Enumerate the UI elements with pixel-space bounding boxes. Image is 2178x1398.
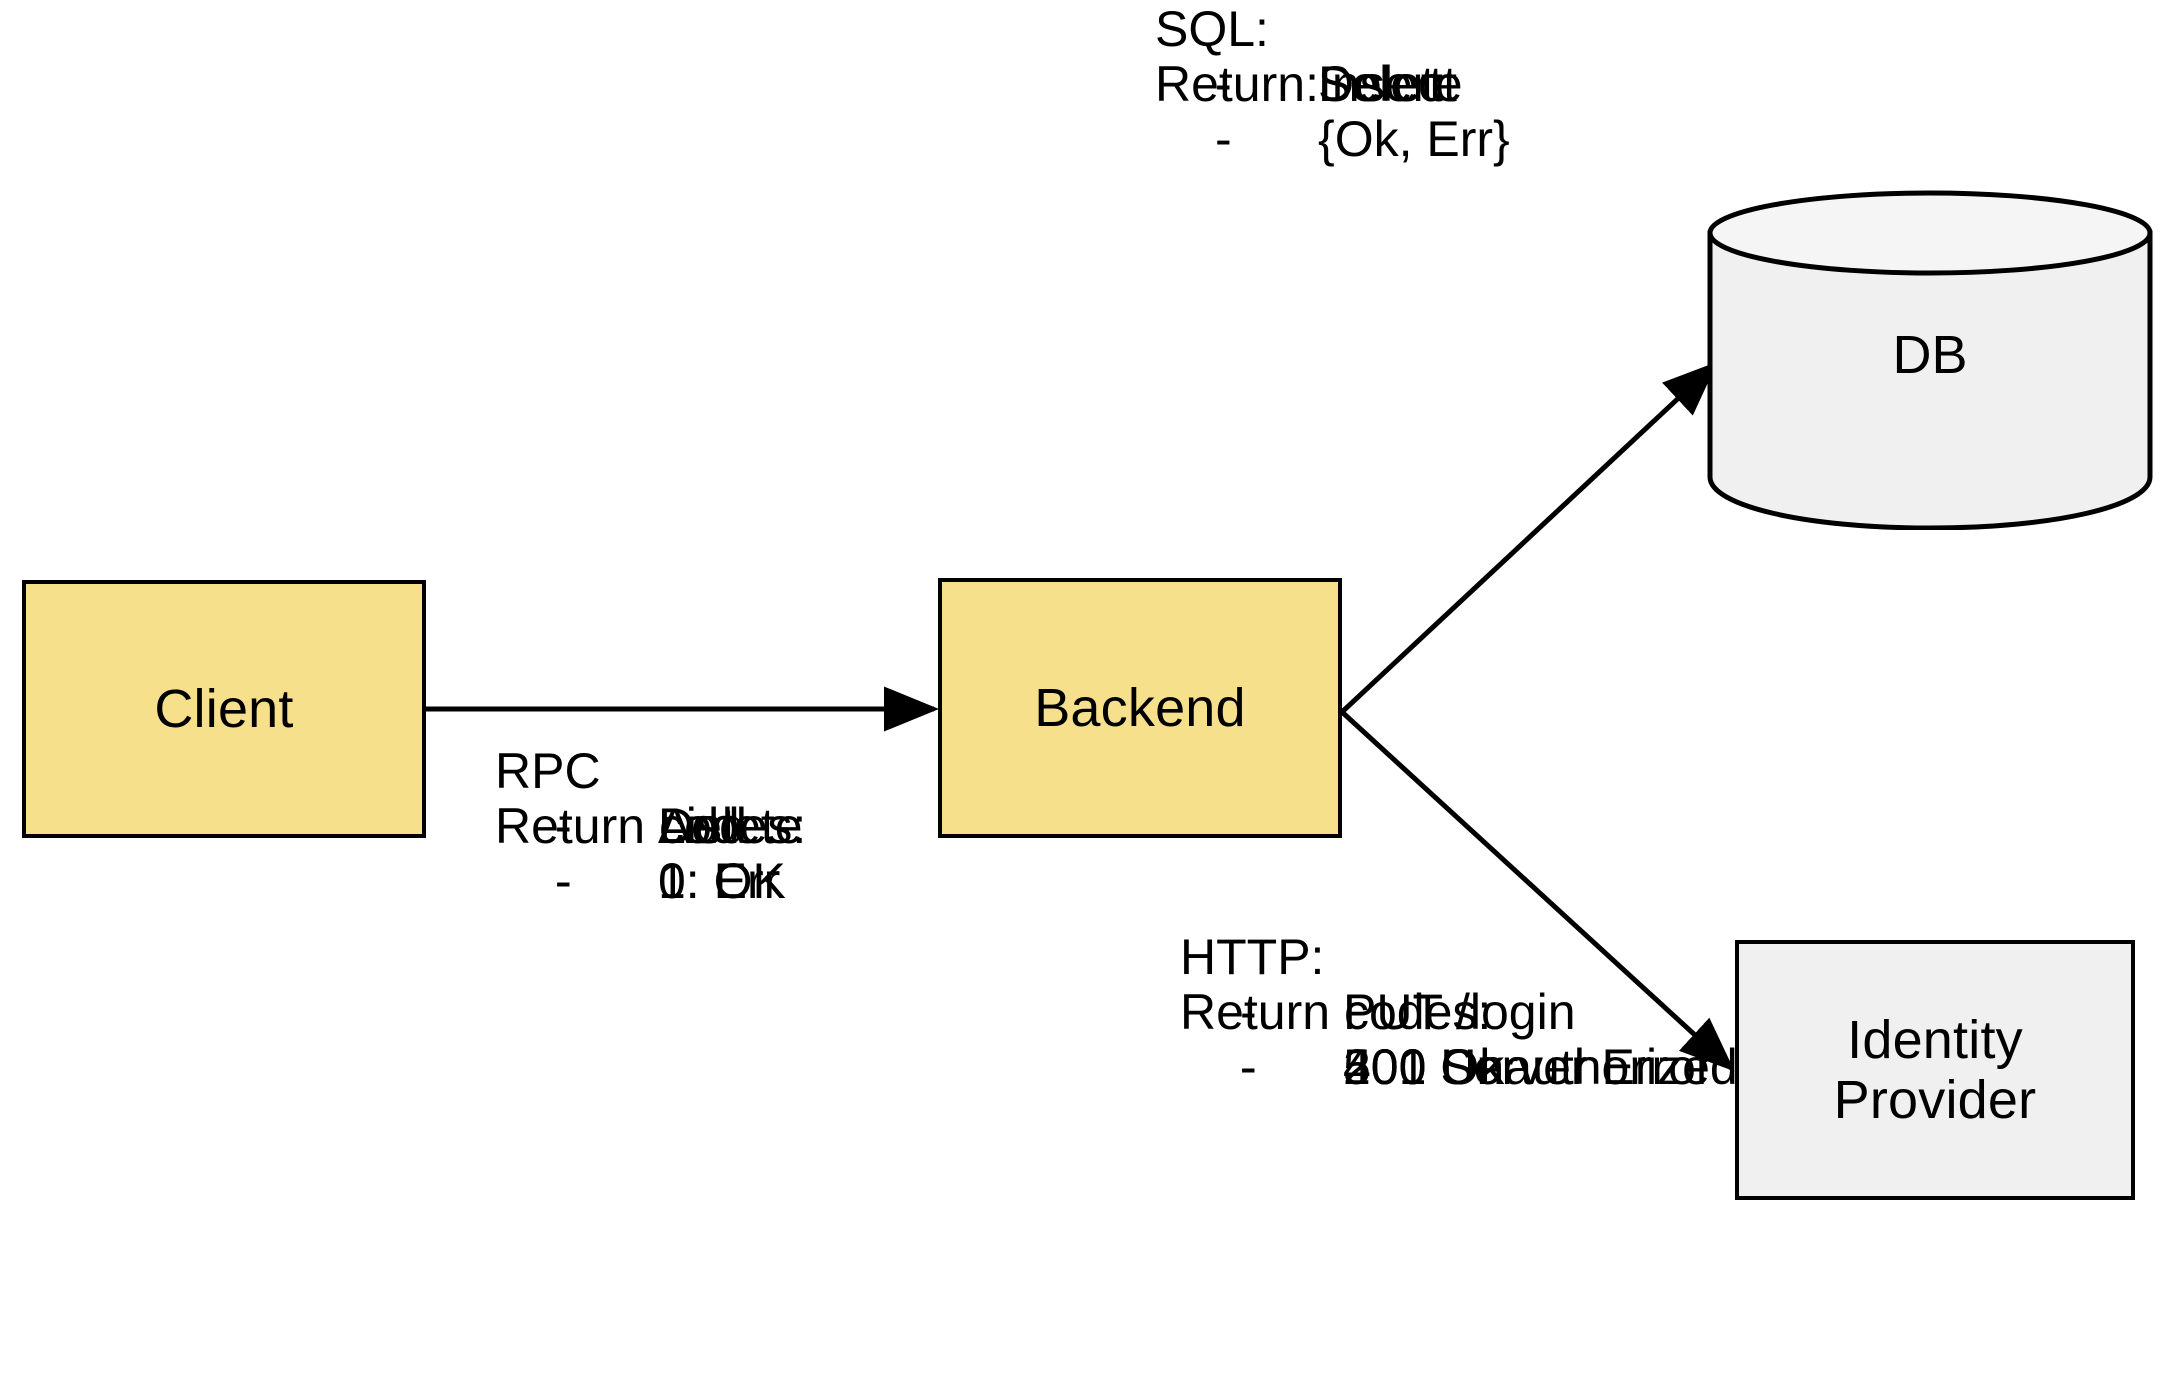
bullet-dash-icon: -	[1215, 111, 1232, 167]
annotation-rpc: RPC - Add - List - Delete Return codes: …	[495, 743, 807, 909]
node-backend-label: Backend	[1034, 677, 1246, 738]
annotation-http-return-text: 500 Server Error	[1343, 1039, 1713, 1095]
annotation-sql-item-text: Insert	[1318, 56, 1444, 112]
edge-backend-to-db	[1340, 361, 1718, 714]
bullet-dash-icon: -	[1240, 1039, 1257, 1095]
bullet-dash-icon: -	[555, 798, 572, 854]
annotation-http: HTTP: - PUT /login Return codes: - 200 O…	[1180, 929, 1738, 1095]
annotation-http-header: HTTP:	[1180, 929, 1325, 985]
node-db[interactable]: DB	[1700, 180, 2160, 531]
node-identity-provider-label-line2: Provider	[1833, 1070, 2037, 1130]
bullet-dash-icon: -	[555, 853, 572, 909]
annotation-http-return-text: 200 Ok	[1343, 1039, 1505, 1095]
annotation-rpc-item-text: Delete	[658, 798, 803, 854]
annotation-rpc-item-text: List	[658, 798, 736, 854]
annotation-rpc-return-text: 0: OK	[658, 853, 786, 909]
annotation-http-item-text: PUT /login	[1343, 984, 1576, 1040]
bullet-dash-icon: -	[1215, 56, 1232, 112]
annotation-sql-item-text: Select	[1318, 56, 1457, 112]
bullet-dash-icon: -	[555, 798, 572, 854]
annotation-sql: SQL: - Insert - Select - Delete Return: …	[1155, 1, 1510, 167]
node-client-label: Client	[154, 678, 294, 739]
annotation-sql-subheader: Return:	[1155, 56, 1319, 112]
node-backend[interactable]: Backend	[938, 578, 1342, 838]
bullet-dash-icon: -	[1215, 56, 1232, 112]
node-identity-provider-label-line1: Identity	[1847, 1009, 2023, 1070]
bullet-dash-icon: -	[555, 853, 572, 909]
node-identity-provider[interactable]: Identity Provider	[1735, 940, 2135, 1200]
bullet-dash-icon: -	[1240, 1039, 1257, 1095]
annotation-http-subheader: Return codes:	[1180, 984, 1492, 1040]
bullet-dash-icon: -	[1240, 984, 1257, 1040]
annotation-sql-header: SQL:	[1155, 1, 1269, 57]
bullet-dash-icon: -	[1240, 1039, 1257, 1095]
bullet-dash-icon: -	[1215, 56, 1232, 112]
annotation-rpc-return-text: 1: Err	[658, 853, 781, 909]
node-client[interactable]: Client	[22, 580, 426, 838]
database-cylinder-icon	[1707, 190, 2153, 531]
annotation-rpc-header: RPC	[495, 743, 601, 799]
annotation-sql-item-text: Delete	[1318, 56, 1463, 112]
annotation-sql-return-text: {Ok, Err}	[1318, 111, 1510, 167]
bullet-dash-icon: -	[555, 798, 572, 854]
annotation-rpc-item-text: Add	[658, 798, 747, 854]
annotation-rpc-subheader: Return codes:	[495, 798, 807, 854]
annotation-http-return-text: 401 Unauthorized	[1343, 1039, 1738, 1095]
node-identity-provider-label: Identity Provider	[1834, 1010, 2037, 1131]
